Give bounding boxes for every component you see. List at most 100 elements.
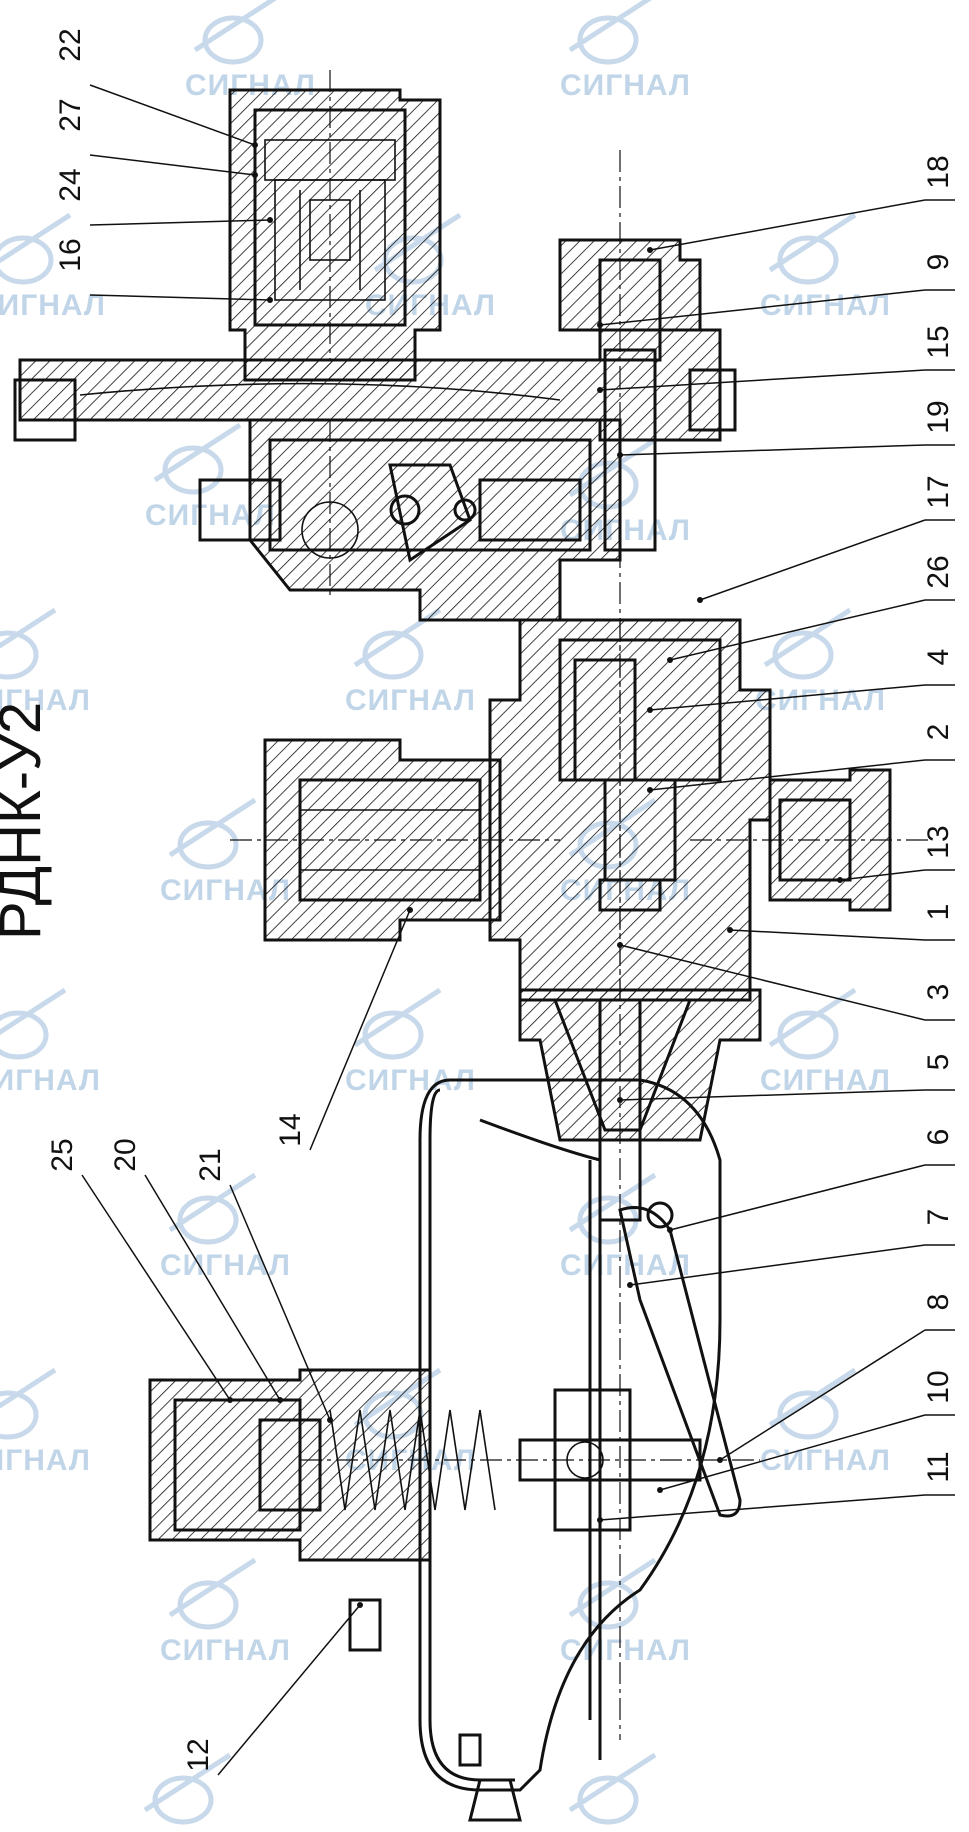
watermark-text: СИГНАЛ — [0, 684, 91, 717]
signal-logo-icon — [0, 212, 72, 285]
signal-logo-icon — [168, 1172, 257, 1245]
callout-15: 15 — [597, 325, 955, 393]
watermark: СИГНАЛ — [560, 0, 691, 102]
callout-label: 7 — [922, 1209, 955, 1226]
callout-label: 10 — [922, 1370, 955, 1403]
callout-5: 5 — [617, 1054, 955, 1103]
callout-leader — [229, 1184, 331, 1421]
callout-label: 22 — [54, 28, 87, 61]
callout-label: 20 — [109, 1138, 142, 1171]
callout-leader — [144, 1174, 281, 1401]
signal-logo-icon — [768, 1367, 857, 1440]
signal-logo-icon — [568, 1752, 657, 1825]
signal-logo-icon — [763, 607, 852, 680]
signal-logo-icon — [353, 987, 442, 1060]
callout-18: 18 — [647, 155, 955, 253]
callout-17: 17 — [697, 475, 955, 603]
callout-11: 11 — [597, 1451, 955, 1523]
watermark-text: СИГНАЛ — [760, 1444, 891, 1477]
callout-6: 6 — [667, 1129, 955, 1233]
callout-label: 6 — [922, 1129, 955, 1146]
callout-leader — [217, 1604, 361, 1776]
signal-logo-icon — [143, 1752, 232, 1825]
watermark: СИГНАЛ — [185, 0, 315, 102]
callout-label: 4 — [922, 649, 955, 666]
watermark: СИГНАЛ — [0, 212, 106, 322]
watermark-text: СИГНАЛ — [560, 1249, 691, 1282]
callout-7: 7 — [627, 1209, 955, 1288]
watermark: СИГНАЛ — [160, 1557, 291, 1667]
signal-logo-icon — [0, 1367, 57, 1440]
callout-4: 4 — [647, 649, 955, 713]
callout-leader — [89, 154, 256, 176]
callout-leader — [81, 1174, 231, 1401]
signal-logo-icon — [568, 1557, 657, 1630]
callout-label: 8 — [922, 1294, 955, 1311]
callout-8: 8 — [717, 1294, 955, 1463]
callout-13: 13 — [837, 825, 955, 883]
callout-9: 9 — [597, 254, 955, 328]
signal-logo-icon — [168, 797, 257, 870]
watermark-text: СИГНАЛ — [560, 1829, 691, 1832]
callout-label: 15 — [922, 325, 955, 358]
callout-label: 13 — [922, 825, 955, 858]
callout-label: 27 — [54, 98, 87, 131]
callout-leader — [89, 219, 271, 226]
callout-label: 12 — [182, 1738, 215, 1771]
callout-label: 17 — [922, 475, 955, 508]
callout-label: 26 — [922, 555, 955, 588]
watermark: СИГНАЛ — [560, 1172, 691, 1282]
watermark-layer: СИГНАЛ СИГНАЛ СИГНАЛ СИГНАЛ СИГНАЛ СИГНАЛ СИГН… — [0, 0, 891, 1832]
callout-leader — [89, 294, 271, 301]
watermark: СИГНАЛ — [135, 1752, 266, 1832]
callout-leader — [89, 84, 256, 146]
callout-label: 25 — [46, 1138, 79, 1171]
callout-label: 1 — [922, 904, 955, 921]
callout-label: 2 — [922, 724, 955, 741]
callout-label: 11 — [922, 1451, 955, 1482]
watermark-text: СИГНАЛ — [160, 1249, 291, 1282]
watermark-text: СИГНАЛ — [755, 684, 886, 717]
signal-logo-icon — [168, 1557, 257, 1630]
callout-label: 5 — [922, 1054, 955, 1071]
watermark: СИГНАЛ — [0, 607, 91, 717]
signal-logo-icon — [193, 0, 277, 65]
callout-label: 14 — [274, 1113, 307, 1146]
watermark-text: СИГНАЛ — [0, 289, 106, 322]
callout-label: 24 — [54, 168, 87, 201]
watermark-text: СИГНАЛ — [160, 1634, 291, 1667]
callout-label: 3 — [922, 984, 955, 1001]
callout-label: 19 — [922, 400, 955, 433]
callout-10: 10 — [657, 1370, 955, 1493]
watermark: СИГНАЛ — [560, 1752, 691, 1832]
callout-leader — [309, 909, 411, 1151]
watermark: СИГНАЛ — [760, 212, 890, 322]
watermark: СИГНАЛ — [760, 1367, 891, 1477]
callout-19: 19 — [617, 400, 955, 458]
watermark-text: СИГНАЛ — [0, 1444, 91, 1477]
signal-logo-icon — [768, 212, 857, 285]
callout-label: 16 — [54, 238, 87, 271]
callout-26: 26 — [667, 555, 955, 663]
watermark: СИГНАЛ — [0, 987, 101, 1097]
watermark: СИГНАЛ — [345, 987, 475, 1097]
callout-3: 3 — [617, 942, 955, 1021]
callout-label: 18 — [922, 155, 955, 188]
watermark: СИГНАЛ — [160, 1172, 291, 1282]
watermark: СИГНАЛ — [755, 607, 886, 717]
watermark-text: СИГНАЛ — [135, 1829, 266, 1832]
callout-2: 2 — [647, 724, 955, 793]
watermark: СИГНАЛ — [345, 607, 475, 717]
watermark-text: СИГНАЛ — [0, 1064, 101, 1097]
drawing-title: РДНК-У2 — [0, 702, 53, 940]
callout-label: 21 — [194, 1148, 227, 1181]
signal-logo-icon — [568, 0, 652, 65]
watermark: СИГНАЛ — [0, 1367, 91, 1477]
watermark: СИГНАЛ — [560, 1557, 690, 1667]
signal-logo-icon — [153, 422, 242, 495]
callout-1: 1 — [727, 904, 955, 941]
callout-label: 9 — [922, 254, 955, 271]
watermark-text: СИГНАЛ — [560, 69, 691, 102]
